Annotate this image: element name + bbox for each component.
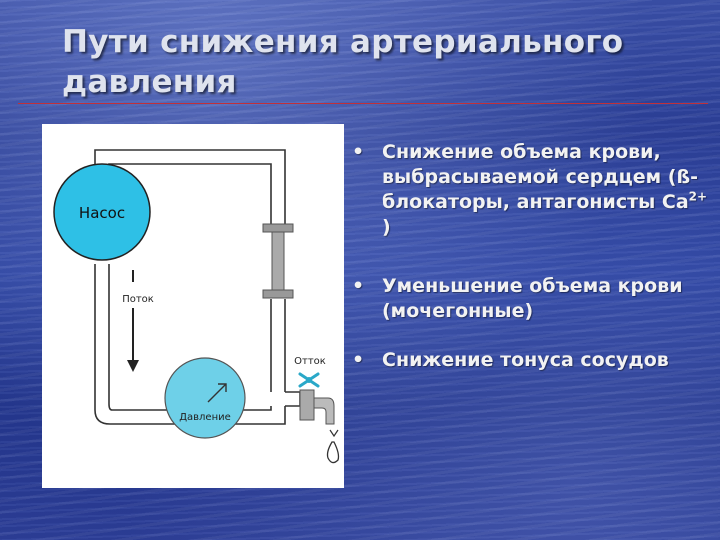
flow-arrow-icon [127, 270, 139, 372]
gauge-arrow-icon [207, 383, 227, 403]
bullet-marker: • [352, 349, 365, 371]
bullet-superscript: 2+ [688, 189, 708, 204]
bullet-marker: • [352, 275, 365, 297]
pressure-label: Давление [179, 412, 231, 423]
bullet-marker: • [352, 141, 365, 163]
pressure-gauge [164, 357, 246, 439]
bullet-text: Снижение объема крови, выбрасываемой сер… [382, 140, 712, 240]
outflow-faucet [285, 372, 340, 464]
flow-label: Поток [122, 294, 154, 305]
bullet-text: Снижение тонуса сосудов [382, 349, 669, 371]
outflow-label: Отток [294, 356, 326, 367]
pump-circle [53, 163, 151, 261]
circulation-diagram: Насос Поток Отток Давление [42, 124, 344, 488]
pump-circuit-drawing: Насос Поток Отток Давление [53, 149, 340, 464]
pump-label: Насос [79, 204, 125, 222]
bullet-text-main: Снижение объема крови, выбрасываемой сер… [382, 141, 699, 213]
valve-constriction [262, 223, 294, 299]
slide-title: Пути снижения артериального давления [62, 24, 624, 100]
title-divider [18, 103, 708, 104]
bullet-text: Уменьшение объема крови (мочегонные) [382, 275, 683, 322]
bullet-text-tail: ) [382, 216, 391, 238]
